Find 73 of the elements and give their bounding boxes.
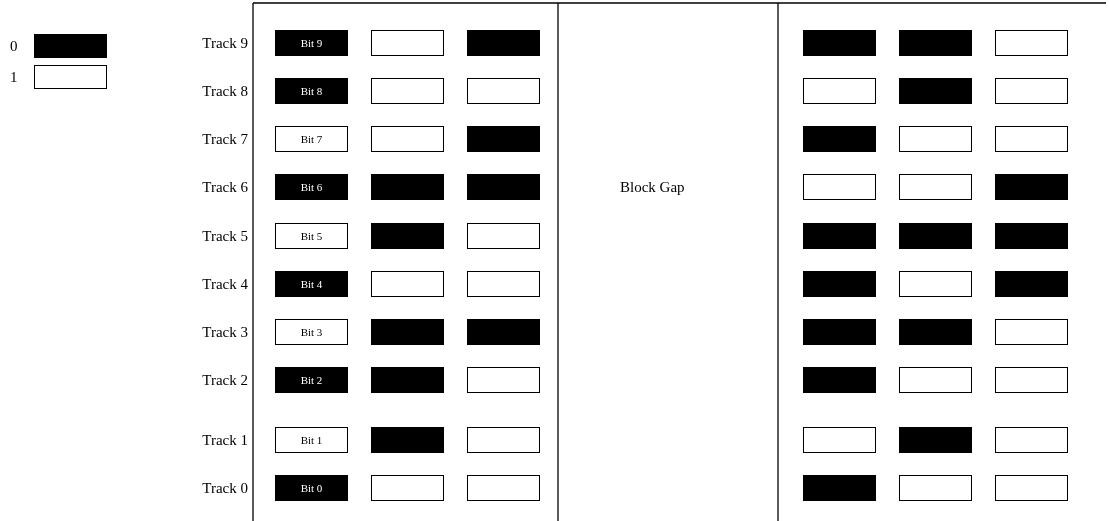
bit-box: Bit 1 [275, 427, 348, 453]
bit-box: Bit 8 [275, 78, 348, 104]
legend-label: 0 [10, 37, 18, 55]
bit-box [803, 30, 876, 56]
bit-box [467, 367, 540, 393]
bit-box: Bit 6 [275, 174, 348, 200]
bit-box [467, 223, 540, 249]
bit-box [803, 367, 876, 393]
bit-box: Bit 2 [275, 367, 348, 393]
bit-box [371, 271, 444, 297]
bit-box [995, 319, 1068, 345]
bit-box [995, 30, 1068, 56]
bit-box [899, 126, 972, 152]
bit-box [467, 319, 540, 345]
bit-box [371, 174, 444, 200]
bit-box [899, 30, 972, 56]
bit-box [371, 367, 444, 393]
bit-box [803, 174, 876, 200]
bit-box [803, 319, 876, 345]
bit-box [995, 78, 1068, 104]
track-label: Track 2 [202, 371, 248, 389]
bit-box [995, 174, 1068, 200]
bit-box [467, 78, 540, 104]
bit-box [995, 271, 1068, 297]
legend-label: 1 [10, 68, 18, 86]
bit-box [803, 475, 876, 501]
bit-box [899, 427, 972, 453]
bit-box [467, 30, 540, 56]
bit-box [995, 126, 1068, 152]
bit-box [371, 223, 444, 249]
bit-box [995, 475, 1068, 501]
bit-box [899, 475, 972, 501]
bit-box [899, 319, 972, 345]
bit-box [467, 475, 540, 501]
bit-box [899, 174, 972, 200]
bit-box [803, 223, 876, 249]
bit-box [803, 126, 876, 152]
bit-box: Bit 9 [275, 30, 348, 56]
bit-box: Bit 0 [275, 475, 348, 501]
bit-box [371, 319, 444, 345]
track-label: Track 8 [202, 82, 248, 100]
bit-box [371, 126, 444, 152]
bit-box [995, 367, 1068, 393]
track-label: Track 0 [202, 479, 248, 497]
bit-box [803, 427, 876, 453]
track-label: Track 9 [202, 34, 248, 52]
gap-label: Block Gap [620, 178, 685, 196]
bit-box [371, 427, 444, 453]
bit-box [899, 271, 972, 297]
bit-box [467, 271, 540, 297]
bit-box [371, 475, 444, 501]
bit-box [467, 427, 540, 453]
bit-box: Bit 3 [275, 319, 348, 345]
bit-box [371, 78, 444, 104]
bit-box [467, 126, 540, 152]
track-label: Track 4 [202, 275, 248, 293]
bit-box [467, 174, 540, 200]
bit-box [995, 427, 1068, 453]
bit-box [899, 78, 972, 104]
bit-box: Bit 4 [275, 271, 348, 297]
track-label: Track 6 [202, 178, 248, 196]
track-label: Track 5 [202, 227, 248, 245]
track-label: Track 7 [202, 130, 248, 148]
bit-box [803, 271, 876, 297]
bit-box [371, 30, 444, 56]
bit-box [803, 78, 876, 104]
track-label: Track 1 [202, 431, 248, 449]
track-label: Track 3 [202, 323, 248, 341]
bit-box: Bit 7 [275, 126, 348, 152]
bit-box [995, 223, 1068, 249]
bit-box: Bit 5 [275, 223, 348, 249]
bit-box [899, 223, 972, 249]
bit-box [899, 367, 972, 393]
